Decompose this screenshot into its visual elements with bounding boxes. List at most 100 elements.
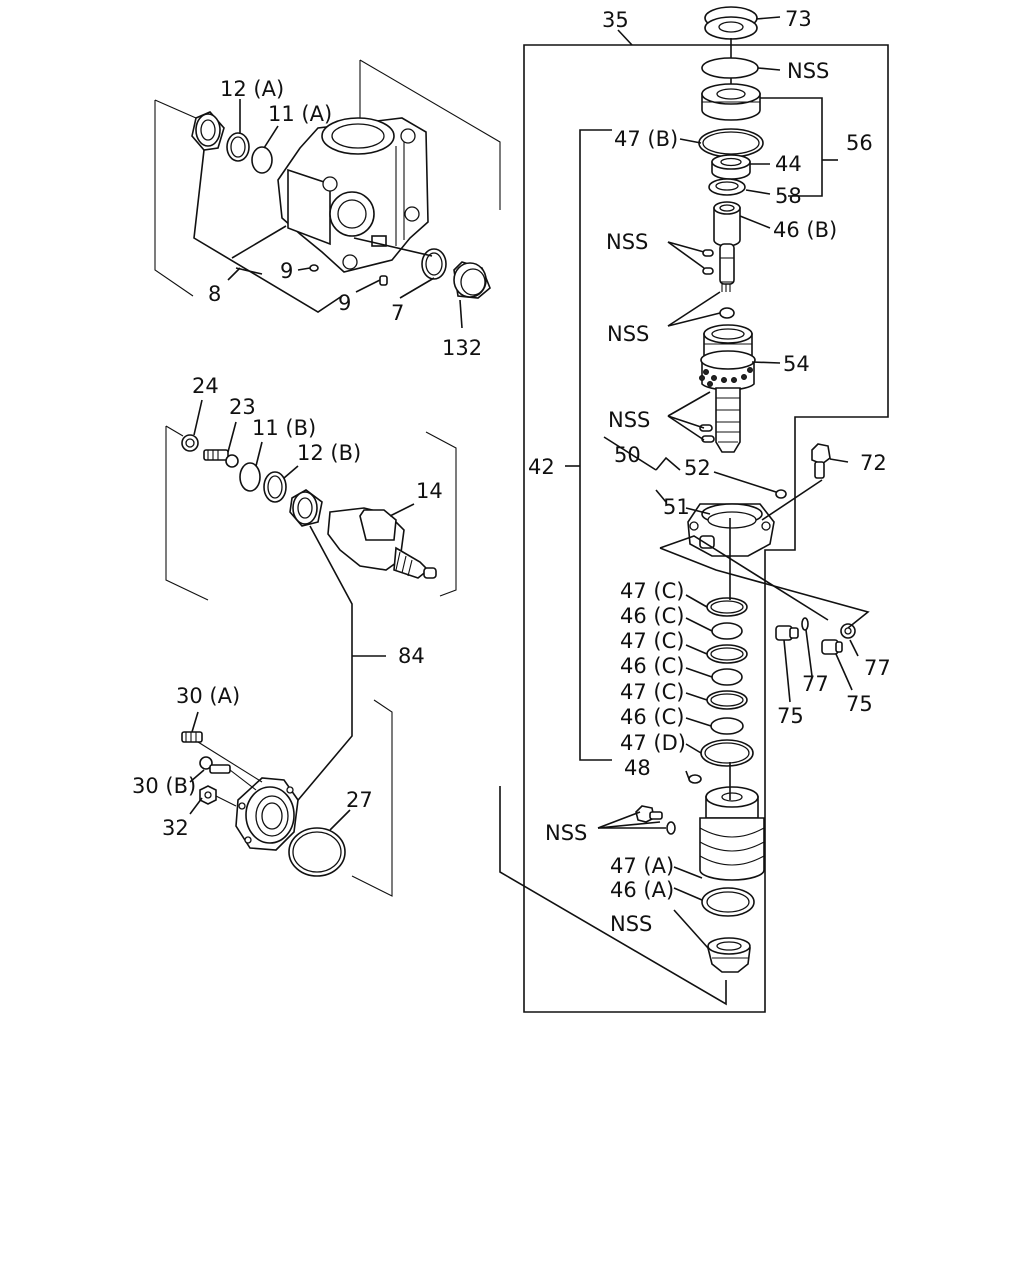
part-54-valve [699, 324, 756, 453]
part-nss-bolt-washer [635, 805, 676, 835]
part-8-housing [277, 117, 429, 273]
label-51: 51 [663, 495, 690, 519]
label-47a: 47 (A) [610, 854, 674, 878]
label-7: 7 [391, 301, 404, 325]
label-47c-1: 47 (C) [620, 579, 684, 603]
label-75-a: 75 [777, 704, 804, 728]
part-32-nut [199, 785, 217, 805]
part-46a-ring [701, 887, 755, 917]
part-72-bolt [811, 443, 831, 479]
label-12b: 12 (B) [297, 441, 361, 465]
label-72: 72 [860, 451, 887, 475]
part-14-sector-shaft [327, 507, 437, 579]
label-47b: 47 (B) [614, 127, 678, 151]
label-27: 27 [346, 788, 373, 812]
label-47c-3: 47 (C) [620, 680, 684, 704]
label-46c-2: 46 (C) [620, 654, 684, 678]
label-nss-top: NSS [787, 59, 829, 83]
label-77-a: 77 [802, 672, 829, 696]
part-30a-bolt [181, 731, 203, 743]
part-12b-bearing [289, 489, 323, 527]
label-nss-2: NSS [607, 322, 649, 346]
part-47b-oring [698, 128, 764, 158]
part-46b-bushing [713, 201, 741, 247]
part-nss-small-ring [719, 307, 735, 319]
part-75-fitting-a [775, 625, 799, 641]
label-132: 132 [442, 336, 482, 360]
assembly-outline-35 [523, 29, 889, 1013]
label-46b: 46 (B) [773, 218, 837, 242]
part-7-oring [421, 248, 447, 280]
label-47d: 47 (D) [620, 731, 686, 755]
part-132-cap [453, 261, 491, 299]
leader-lines-middle-left [165, 399, 457, 813]
label-56: 56 [846, 131, 873, 155]
part-input-shaft [719, 243, 735, 292]
part-nss-pins-1 [702, 249, 714, 275]
part-12a-bearing [191, 111, 225, 151]
part-23-adjust-screw [203, 449, 239, 468]
callout-labels: 35 73 NSS 56 47 (B) 44 58 46 (B) NSS NSS… [132, 7, 891, 936]
part-12a-ring [226, 132, 250, 162]
part-nss-ring-top [701, 57, 759, 79]
part-27-oring [288, 827, 346, 877]
label-nss-1: NSS [606, 230, 648, 254]
leader-lines-lower-left [189, 699, 393, 897]
part-77-washer-a [801, 617, 809, 631]
part-58-ring [708, 178, 746, 196]
part-56-cap [701, 83, 761, 121]
label-77-b: 77 [864, 656, 891, 680]
part-24-plug [181, 434, 199, 452]
label-12a: 12 (A) [220, 77, 284, 101]
part-51-cover [687, 503, 775, 557]
leader-lines-upper-left [154, 59, 501, 329]
label-30a: 30 (A) [176, 684, 240, 708]
label-54: 54 [783, 352, 810, 376]
part-9-plug-a [309, 264, 319, 272]
bracket-56 [760, 97, 838, 197]
part-44-seal [711, 154, 751, 180]
label-48: 48 [624, 756, 651, 780]
label-11a: 11 (A) [268, 102, 332, 126]
label-nss-5: NSS [610, 912, 652, 936]
label-8: 8 [208, 282, 221, 306]
part-48-washer [688, 774, 702, 784]
label-11b: 11 (B) [252, 416, 316, 440]
label-30b: 30 (B) [132, 774, 196, 798]
label-42: 42 [528, 455, 555, 479]
part-75-fitting-b [821, 639, 843, 655]
label-nss-3: NSS [608, 408, 650, 432]
bracket-42 [565, 129, 612, 761]
part-11a-snapring [251, 146, 273, 174]
label-32: 32 [162, 816, 189, 840]
label-46c-1: 46 (C) [620, 604, 684, 628]
label-46c-3: 46 (C) [620, 705, 684, 729]
label-50: 50 [614, 443, 641, 467]
label-24: 24 [192, 374, 219, 398]
part-ring-stack [700, 597, 754, 767]
part-cover-plate [235, 777, 299, 851]
part-nss-end-cap [706, 937, 751, 973]
label-73: 73 [785, 7, 812, 31]
part-30b-bolt [199, 756, 231, 774]
part-12b-ring [263, 471, 287, 503]
label-44: 44 [775, 152, 802, 176]
label-84: 84 [398, 644, 425, 668]
label-9-b: 9 [338, 291, 351, 315]
leader-lines-right [499, 16, 870, 1006]
label-nss-4: NSS [545, 821, 587, 845]
label-46a: 46 (A) [610, 878, 674, 902]
label-52: 52 [684, 456, 711, 480]
part-11b-snapring [239, 462, 261, 492]
part-9-plug-b [379, 275, 388, 286]
part-piston [699, 786, 765, 881]
label-35: 35 [602, 8, 629, 32]
part-77-washer-b [840, 623, 856, 639]
part-73-washer [704, 6, 758, 40]
part-52-plug [775, 489, 787, 499]
label-75-b: 75 [846, 692, 873, 716]
label-58: 58 [775, 184, 802, 208]
label-47c-2: 47 (C) [620, 629, 684, 653]
label-23: 23 [229, 395, 256, 419]
